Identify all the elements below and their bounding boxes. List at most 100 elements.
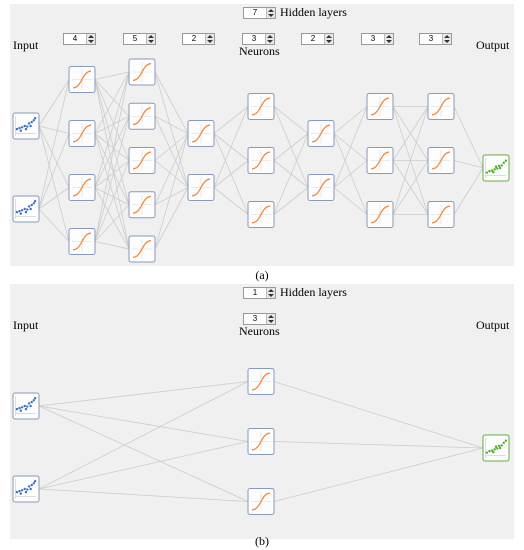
connection-line [94,187,130,250]
neuron[interactable] [366,201,394,228]
connection-line [453,106,484,169]
neurons-label-a: Neurons [239,44,280,58]
neuron[interactable] [247,368,275,395]
output-node[interactable] [482,434,510,462]
layer-5-neurons-stepper[interactable]: 2 [301,33,334,45]
stepper-arrows-icon[interactable] [205,34,214,44]
sigmoid-activation-icon [132,151,152,170]
layer-neuron-count: 3 [252,314,258,323]
sigmoid-activation-icon [370,205,390,224]
input-node[interactable] [12,392,40,420]
hidden-layers-stepper-b[interactable]: 1 [243,287,276,299]
neuron[interactable] [427,147,455,174]
neuron[interactable] [68,174,96,201]
stepper-arrows-icon[interactable] [266,8,275,18]
connection-line [38,125,70,188]
connection-line [38,381,249,490]
stepper-arrows-icon[interactable] [265,34,274,44]
neuron[interactable] [68,228,96,255]
neuron[interactable] [307,120,335,147]
neuron[interactable] [247,147,275,174]
neuron[interactable] [366,147,394,174]
stepper-arrows-icon[interactable] [442,34,451,44]
sigmoid-activation-icon [251,151,271,170]
stepper-arrows-icon[interactable] [266,314,275,324]
connection-line [333,106,368,188]
neuron[interactable] [128,58,156,86]
layer-6-neurons-stepper[interactable]: 3 [361,33,394,45]
connection-line [273,106,309,134]
sigmoid-activation-icon [132,63,152,81]
layer-neuron-count: 3 [251,34,257,43]
input-node[interactable] [12,475,40,503]
neuron[interactable] [366,93,394,120]
neuron[interactable] [68,66,96,93]
connection-line [273,447,484,502]
scatter-plot-icon [485,439,508,454]
input-label-b: Input [13,318,39,332]
neuron[interactable] [187,120,215,147]
neuron[interactable] [247,201,275,228]
neuron[interactable] [128,102,156,130]
connection-line [38,125,70,242]
sigmoid-activation-icon [191,178,211,197]
stepper-arrows-icon[interactable] [266,288,275,298]
connection-line [154,115,189,134]
input-node[interactable] [12,195,40,223]
layer-neuron-count: 5 [132,34,138,43]
caption-a: (a) [255,268,269,282]
neuron[interactable] [427,93,455,120]
connection-line [94,79,130,117]
network-graph-a [12,58,510,263]
sigmoid-activation-icon [72,124,92,143]
stepper-arrows-icon[interactable] [324,34,333,44]
connection-line [154,133,189,161]
connection-line [392,160,429,215]
neuron[interactable] [128,191,156,219]
layer-7-neurons-stepper[interactable]: 3 [419,33,452,45]
layer-2-neurons-stepper[interactable]: 5 [123,33,156,45]
connection-line [154,71,189,188]
stepper-arrows-icon[interactable] [146,34,155,44]
neuron[interactable] [247,93,275,120]
connection-line [38,405,249,502]
network-graph-b [12,368,510,515]
sigmoid-activation-icon [251,97,271,116]
connection-line [213,187,249,215]
neuron[interactable] [128,147,156,174]
neuron[interactable] [68,120,96,147]
layer-1-neurons-stepper-b[interactable]: 3 [243,313,276,325]
hidden-layers-label-a: Hidden layers [280,5,347,19]
connection-line [38,381,249,407]
layer-1-neurons-stepper[interactable]: 4 [63,33,96,45]
layer-neuron-count: 3 [428,34,434,43]
connection-line [94,187,130,206]
hidden-layers-stepper-a[interactable]: 7 [243,7,276,19]
connection-line [273,441,484,449]
connection-line [94,79,130,161]
sigmoid-activation-icon [132,195,152,214]
stepper-arrows-icon[interactable] [384,34,393,44]
stepper-arrows-icon[interactable] [86,34,95,44]
neuron[interactable] [247,488,275,515]
neuron[interactable] [307,174,335,201]
layer-3-neurons-stepper[interactable]: 2 [182,33,215,45]
connection-line [94,204,130,242]
connection-line [94,71,130,242]
connection-line [94,160,130,242]
input-node[interactable] [12,112,40,140]
neuron[interactable] [247,428,275,455]
sigmoid-activation-icon [431,97,451,116]
neuron[interactable] [187,174,215,201]
sigmoid-activation-icon [251,205,271,224]
connection-line [273,133,309,161]
connection-line [38,79,70,127]
layer-4-neurons-stepper[interactable]: 3 [242,33,275,45]
neuron[interactable] [427,201,455,228]
output-node[interactable] [482,154,510,182]
connections [38,381,484,502]
sigmoid-activation-icon [370,151,390,170]
output-label-b: Output [476,318,510,332]
connection-line [38,208,70,242]
neuron[interactable] [128,235,156,263]
